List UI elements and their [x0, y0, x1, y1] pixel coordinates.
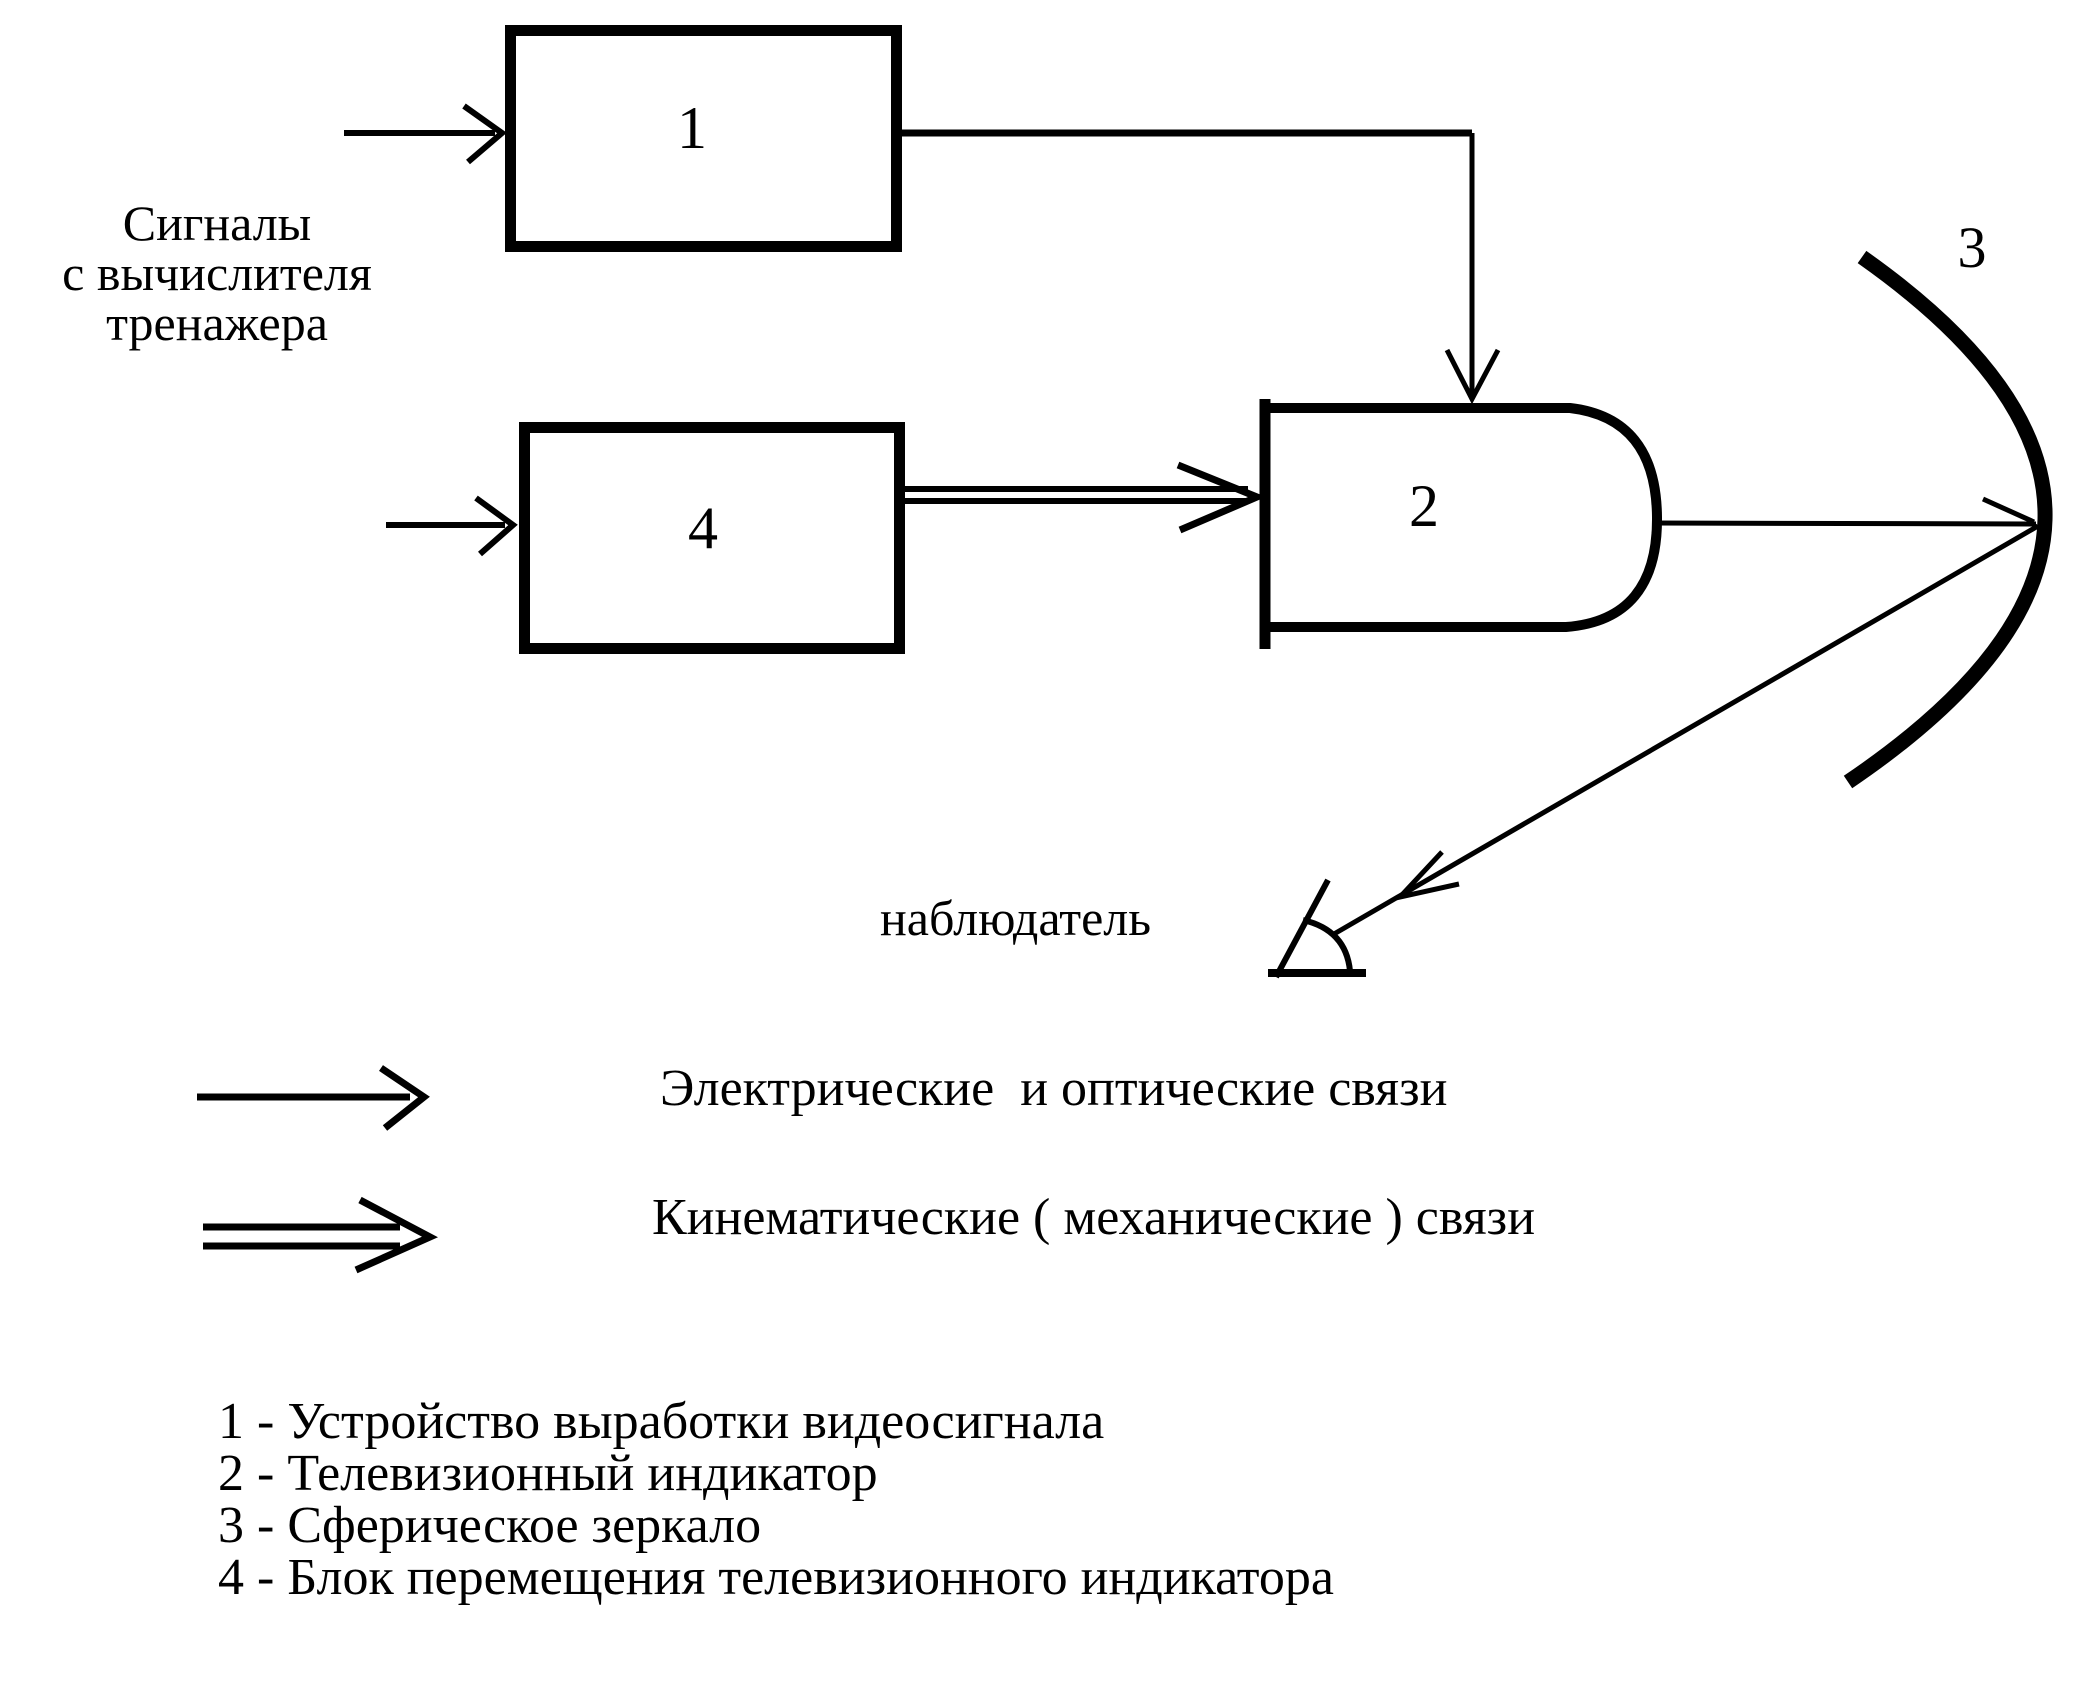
- spherical-mirror-arc: [1843, 250, 2053, 789]
- input-arrow-block1-icon: [344, 103, 507, 165]
- source-signals-caption: Сигналы с вычислителя тренажера: [12, 198, 422, 348]
- observer-eye-icon: [1268, 878, 1366, 979]
- input-arrow-block4-icon: [386, 495, 518, 557]
- note-item-2: 2 - Телевизионный индикатор: [218, 1445, 878, 1502]
- block4-label: 4: [688, 495, 718, 561]
- block2-crt-outline: [1259, 399, 1663, 649]
- notes-list: 1 - Устройство выработки видеосигнала 2 …: [218, 1396, 1334, 1604]
- note-item-3: 3 - Сферическое зеркало: [218, 1497, 762, 1554]
- kinematic-link-block4-to-block2: [886, 461, 1267, 534]
- block4-indicator-moving-unit: [519, 422, 905, 654]
- note-item-4: 4 - Блок перемещения телевизионного инди…: [218, 1549, 1334, 1606]
- source-signals-line2: с вычислителя: [62, 245, 372, 301]
- block1-label: 1: [677, 95, 707, 161]
- block1-video-signal-device: [505, 25, 902, 252]
- legend-kinematic-caption: Кинематические ( механические ) связи: [652, 1189, 1536, 1246]
- ray-block2-to-mirror: [1651, 496, 2037, 527]
- mirror-label: 3: [1957, 215, 1987, 280]
- source-signals-line3: тренажера: [106, 295, 328, 351]
- connector-block1-to-block2: [881, 129, 1501, 405]
- observer-caption: наблюдатель: [880, 890, 1152, 946]
- legend-electrical-caption: Электрические и оптические связи: [660, 1060, 1448, 1117]
- note-item-1: 1 - Устройство выработки видеосигнала: [218, 1393, 1105, 1450]
- source-signals-line1: Сигналы: [122, 195, 312, 251]
- ray-mirror-to-observer: [1332, 523, 2040, 937]
- legend-electrical-arrow-icon: [197, 1065, 430, 1131]
- block2-label: 2: [1409, 473, 1439, 539]
- legend-kinematic-arrow-icon: [203, 1196, 438, 1274]
